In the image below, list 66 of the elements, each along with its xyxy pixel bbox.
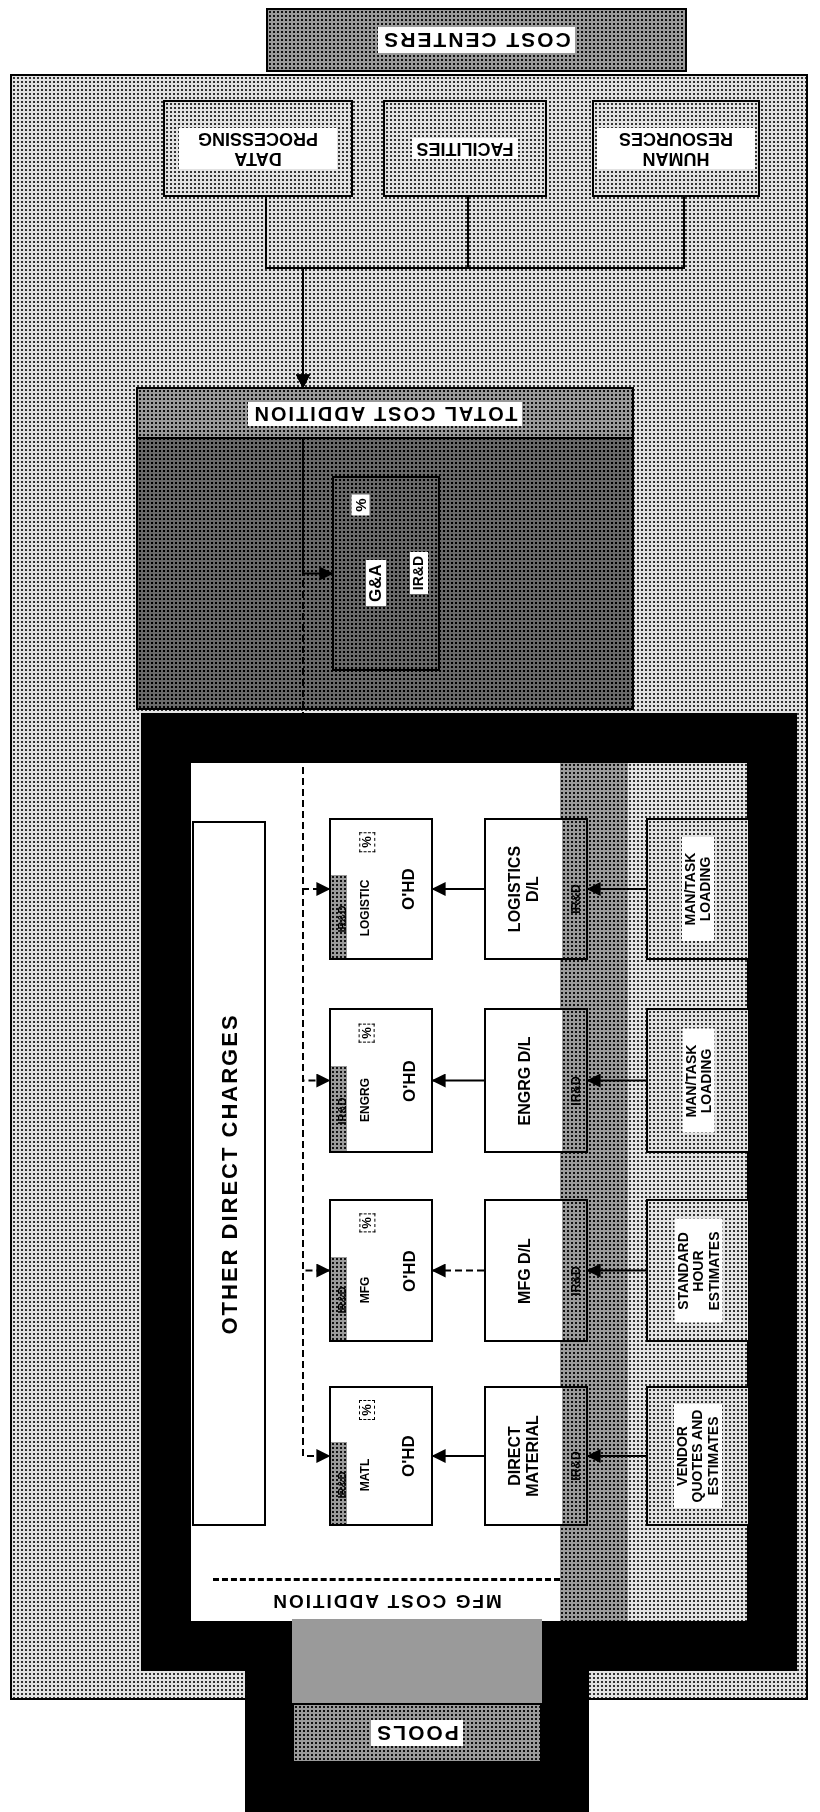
overhead-box: [332, 476, 440, 671]
box-label: LOGISTICS D/L: [506, 844, 542, 935]
research-label: IR&D: [570, 1451, 584, 1481]
arrow: [431, 1263, 485, 1278]
arrow: [296, 196, 685, 389]
heading-label: MFG COST ADDITION: [271, 1590, 502, 1612]
box-label: MATL: [359, 1458, 373, 1492]
box-label: VENDOR QUOTES AND ESTIMATES: [673, 1404, 723, 1508]
estimate-box: [646, 1008, 750, 1153]
cost-addition-panel: [136, 387, 634, 710]
percent-label: %: [350, 493, 370, 516]
research-label: IR&D: [335, 1097, 349, 1125]
box-label: DATA PROCESSING: [179, 127, 337, 170]
arrow: [431, 1073, 485, 1088]
box-label: ENGRG D/L: [515, 1036, 533, 1125]
research-label: IR&D: [570, 884, 584, 914]
arrow: [586, 1073, 647, 1088]
direct-labor-box: [484, 1199, 588, 1342]
overhead-box: [329, 1386, 433, 1526]
heading-label: TOTAL COST ADDITION: [248, 402, 522, 426]
arrow: [586, 1263, 647, 1278]
estimate-box: [646, 818, 750, 960]
heading-label: POOLS: [371, 1720, 463, 1746]
overhead-box: [329, 1008, 433, 1153]
direct-labor-box: [484, 1386, 588, 1526]
box-label: MFG: [359, 1276, 373, 1304]
box-label: MFG D/L: [515, 1237, 533, 1304]
arrow: [431, 882, 485, 896]
cost-center-box: [163, 100, 353, 197]
direct-labor-box: [484, 1008, 588, 1153]
research-label: IR&D: [570, 1266, 584, 1296]
box-label: G&A: [365, 560, 387, 606]
research-label: IR&D: [410, 551, 428, 595]
box-label: STANDARD HOUR ESTIMATES: [673, 1218, 723, 1323]
box-label: O'HD: [399, 1059, 419, 1102]
percent-label: %: [358, 1400, 376, 1420]
overhead-box: [329, 818, 433, 960]
box-label: MAN/TASK LOADING: [681, 837, 715, 941]
box-label: DIRECT MATERIAL: [506, 1414, 542, 1499]
box-label: O'HD: [399, 868, 419, 910]
box-label: OTHER DIRECT CHARGES: [216, 1012, 242, 1335]
arrow: [586, 1449, 647, 1463]
direct-labor-box: [484, 818, 588, 960]
research-label: IR&D: [335, 1471, 349, 1499]
box-label: FACILITIES: [412, 137, 518, 160]
arrow: [431, 1449, 485, 1463]
cost-center-box: [383, 100, 547, 197]
box-label: O'HD: [399, 1435, 419, 1477]
heading-tab: [292, 1703, 542, 1763]
cost-center-box: [592, 100, 760, 197]
research-label: IR&D: [570, 1076, 584, 1106]
box-label: O'HD: [399, 1249, 419, 1292]
estimate-box: [646, 1386, 750, 1526]
box-label: LOGISTIC: [359, 880, 373, 937]
heading-tab: [266, 8, 687, 72]
research-label: IR&D: [335, 905, 349, 933]
arrow: [586, 882, 647, 896]
heading-label: COST CENTERS: [378, 27, 575, 53]
box-label: ENGRG: [359, 1078, 373, 1123]
box-label: MAN/TASK LOADING: [681, 1028, 715, 1133]
research-label: IR&D: [335, 1286, 349, 1314]
overhead-box: [329, 1199, 433, 1342]
cost-addition-frame: [141, 713, 797, 1671]
box-label: HUMAN RESOURCES: [597, 127, 755, 170]
charges-box: [192, 821, 266, 1526]
estimate-box: [646, 1199, 750, 1342]
